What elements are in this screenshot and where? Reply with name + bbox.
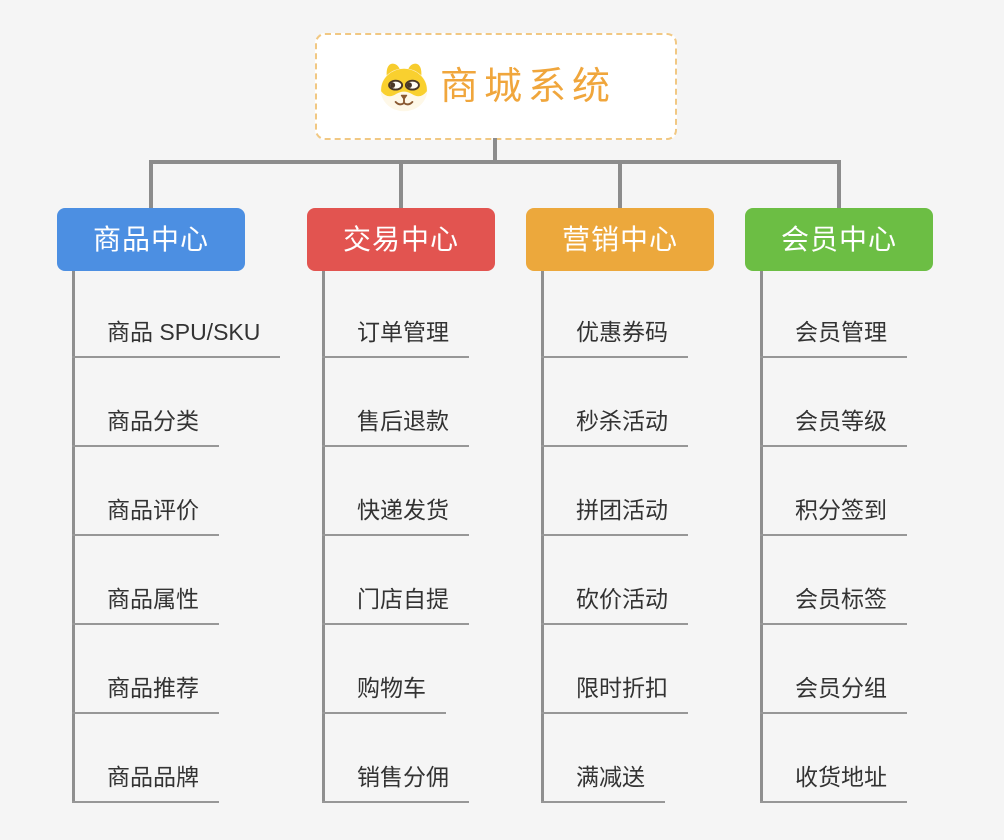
leaf-node[interactable]: 砍价活动	[541, 586, 688, 625]
branch-column-trade: 订单管理 售后退款 快递发货 门店自提 购物车 销售分佣	[322, 271, 552, 803]
leaf-node[interactable]: 拼团活动	[541, 497, 688, 536]
leaf-node[interactable]: 会员标签	[760, 586, 907, 625]
connector-drop-2	[399, 160, 403, 208]
leaf-node[interactable]: 会员分组	[760, 675, 907, 714]
leaf-node[interactable]: 商品评价	[72, 497, 219, 536]
leaf-node[interactable]: 优惠券码	[541, 319, 688, 358]
leaf-node[interactable]: 销售分佣	[322, 764, 469, 803]
branch-node-product-center[interactable]: 商品中心	[57, 208, 245, 271]
leaf-node[interactable]: 商品 SPU/SKU	[72, 319, 281, 358]
branch-column-member: 会员管理 会员等级 积分签到 会员标签 会员分组 收货地址	[760, 271, 990, 803]
leaf-node[interactable]: 售后退款	[322, 408, 469, 447]
leaf-node[interactable]: 商品分类	[72, 408, 219, 447]
branch-column-marketing: 优惠券码 秒杀活动 拼团活动 砍价活动 限时折扣 满减送	[541, 271, 771, 803]
leaf-node[interactable]: 秒杀活动	[541, 408, 688, 447]
leaf-node[interactable]: 限时折扣	[541, 675, 688, 714]
branch-node-marketing-center[interactable]: 营销中心	[526, 208, 714, 271]
branch-node-trade-center[interactable]: 交易中心	[307, 208, 495, 271]
root-title: 商城系统	[439, 65, 616, 108]
connector-drop-3	[618, 160, 622, 208]
leaf-node[interactable]: 商品属性	[72, 586, 219, 625]
leaf-node[interactable]: 会员等级	[760, 408, 907, 447]
leaf-node[interactable]: 门店自提	[322, 586, 469, 625]
leaf-node[interactable]: 满减送	[541, 764, 665, 803]
root-node[interactable]: 商城系统	[315, 33, 677, 140]
leaf-node[interactable]: 商品推荐	[72, 675, 219, 714]
leaf-node[interactable]: 收货地址	[760, 764, 907, 803]
leaf-node[interactable]: 会员管理	[760, 319, 907, 358]
leaf-node[interactable]: 积分签到	[760, 497, 907, 536]
connector-drop-4	[837, 160, 841, 208]
leaf-node[interactable]: 商品品牌	[72, 764, 219, 803]
connector-bus	[149, 160, 841, 164]
branch-column-product: 商品 SPU/SKU 商品分类 商品评价 商品属性 商品推荐 商品品牌	[72, 271, 302, 803]
connector-drop-1	[149, 160, 153, 208]
branch-node-member-center[interactable]: 会员中心	[745, 208, 933, 271]
leaf-node[interactable]: 快递发货	[322, 497, 469, 536]
connector-root-stem	[493, 138, 497, 162]
leaf-node[interactable]: 订单管理	[322, 319, 469, 358]
leaf-node[interactable]: 购物车	[322, 675, 446, 714]
dog-face-icon	[376, 61, 432, 113]
